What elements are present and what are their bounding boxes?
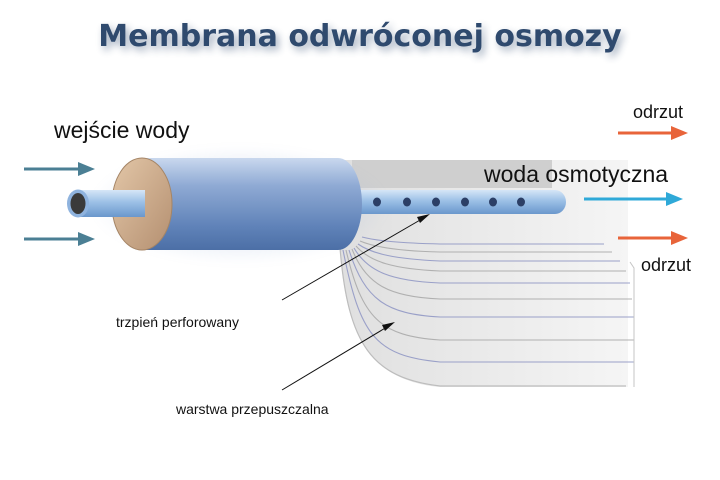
layer-sheet <box>361 236 604 245</box>
inlet-arrow-icon <box>24 162 95 176</box>
layer-sheet <box>359 240 612 253</box>
permeate-arrow-icon <box>584 192 683 206</box>
perforated-tube <box>330 190 566 214</box>
reject-arrow-icon <box>618 231 688 245</box>
layer-sheet <box>357 243 620 262</box>
title-shadow: Membrana odwróconej osmozy <box>101 23 625 58</box>
reject-label-bottom: odrzut <box>641 255 691 275</box>
inlet-tube <box>67 189 145 218</box>
permeate-label: woda osmotyczna <box>483 161 668 187</box>
reject-label-top: odrzut <box>633 102 683 122</box>
layer-sheet <box>339 247 626 387</box>
permeable-layer-label: warstwa przepuszczalna <box>175 401 329 417</box>
inlet-arrows <box>24 162 95 246</box>
layer-sheet <box>345 249 634 341</box>
layer-sheet <box>348 249 634 318</box>
layer-sheet <box>353 247 630 284</box>
tube-core <box>70 193 86 214</box>
layer-edge <box>629 261 635 387</box>
page-title: Membrana odwróconej osmozy <box>98 19 622 54</box>
callout-layer-arrow-icon <box>281 322 395 391</box>
layer-sheet <box>355 245 626 272</box>
layer-backdrop <box>340 160 628 387</box>
membrane-cylinder <box>111 157 362 251</box>
inlet-arrow-icon <box>24 232 95 246</box>
inlet-label: wejście wody <box>53 117 190 143</box>
perforated-tube-label: trzpień perforowany <box>116 314 239 330</box>
layer-sheet <box>351 248 632 300</box>
callout-perforated-arrow-icon <box>281 214 430 301</box>
reject-arrow-icon <box>618 126 688 140</box>
layer-top-sheet <box>352 160 552 188</box>
tube-holes <box>373 197 525 207</box>
membrane-layers <box>339 160 635 387</box>
layer-sheet <box>342 249 634 363</box>
